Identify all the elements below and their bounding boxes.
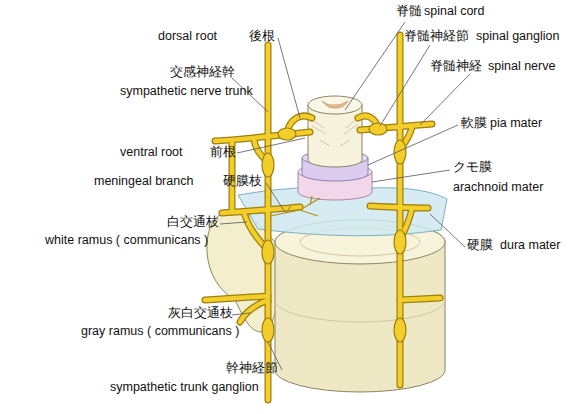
anatomy-label: 脊髄 (396, 4, 422, 19)
anatomy-label: 硬膜 (467, 238, 493, 253)
anatomy-label: ventral root (120, 145, 183, 160)
anatomy-label: sympathetic nerve trunk (120, 84, 253, 99)
anatomy-label: 脊髄神経 (430, 59, 482, 74)
anatomy-label: 後根 (249, 29, 275, 44)
anatomy-label: 硬膜枝 (223, 174, 262, 189)
anatomy-label: dura mater (500, 238, 560, 253)
anatomy-label: 前根 (210, 145, 236, 160)
anatomy-label: 灰白交通枝 (168, 306, 233, 321)
anatomy-label: white ramus ( communicans ) (45, 233, 208, 248)
anatomy-label: meningeal branch (94, 174, 193, 189)
anatomy-label: pia mater (490, 116, 542, 131)
anatomy-label: 軟膜 (461, 116, 487, 131)
anatomy-label: 交感神経幹 (170, 65, 235, 80)
anatomy-label: dorsal root (158, 29, 217, 44)
ganglion (262, 123, 406, 342)
leader-lines (220, 22, 470, 370)
gray-matter (322, 101, 348, 108)
anatomy-label: 脊髄神経節 (404, 29, 469, 44)
anatomy-label: spinal cord (424, 4, 484, 19)
vertebral-body-texture (275, 300, 445, 322)
anatomy-label: spinal ganglion (476, 29, 559, 44)
vertebral-body (275, 220, 445, 392)
cord-rootlets (312, 118, 358, 146)
anatomy-label: arachnoid mater (453, 180, 543, 195)
anatomy-label: spinal nerve (488, 59, 555, 74)
anatomy-label: 幹神経節 (226, 361, 278, 376)
meningeal-branch (270, 196, 320, 216)
anatomy-label: sympathetic trunk ganglion (110, 380, 259, 395)
anatomy-label: 白交通枝 (167, 215, 219, 230)
anatomy-label: gray ramus ( communicans ) (81, 324, 239, 339)
spinal-cord-section (308, 96, 362, 114)
anatomy-label: クモ膜 (453, 160, 492, 175)
